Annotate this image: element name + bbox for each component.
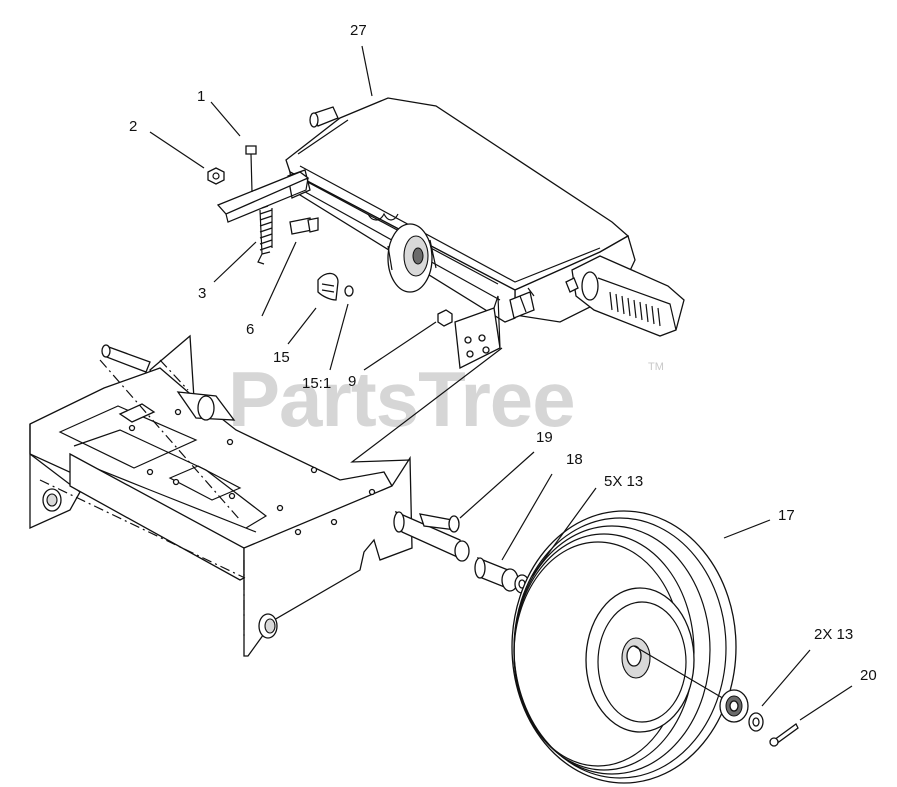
part-19-bolt[interactable] [419, 513, 460, 533]
callout-9: 9 [348, 373, 356, 390]
part-3-spring[interactable] [257, 205, 273, 265]
callout-6: 6 [246, 321, 254, 338]
callout-18: 18 [566, 451, 583, 468]
callout-2: 2 [129, 118, 137, 135]
part-13-bearing-outer[interactable] [719, 689, 764, 732]
part-1-bolt[interactable] [245, 145, 257, 193]
reference-line [350, 347, 503, 463]
callout-5x13: 5X 13 [604, 473, 643, 490]
part-20-cotter-pin[interactable] [769, 723, 799, 747]
part-15-clip[interactable] [317, 272, 339, 301]
part-17-wheel[interactable] [511, 510, 737, 784]
part-15-1-washer[interactable] [344, 285, 354, 297]
part-2-nut[interactable] [207, 167, 225, 185]
watermark-text: PartsTree [228, 355, 575, 443]
part-18-spacer[interactable] [474, 556, 519, 592]
callout-19: 19 [536, 429, 553, 446]
callout-20: 20 [860, 667, 877, 684]
part-27-housing[interactable] [285, 97, 685, 369]
chassis-frame [29, 334, 470, 657]
callout-15-1: 15:1 [302, 375, 331, 392]
callout-1: 1 [197, 88, 205, 105]
part-9-nut[interactable] [437, 309, 453, 327]
callout-3: 3 [198, 285, 206, 302]
callout-2x13: 2X 13 [814, 626, 853, 643]
leader-lines [149, 45, 853, 721]
watermark-trademark: TM [648, 361, 664, 373]
callout-17: 17 [778, 507, 795, 524]
callout-labels: 27 1 2 3 6 15 15:1 9 19 18 5X 13 17 2X 1… [129, 22, 877, 684]
callout-15: 15 [273, 349, 290, 366]
callout-27: 27 [350, 22, 367, 39]
part-6-bolt[interactable] [289, 217, 319, 235]
